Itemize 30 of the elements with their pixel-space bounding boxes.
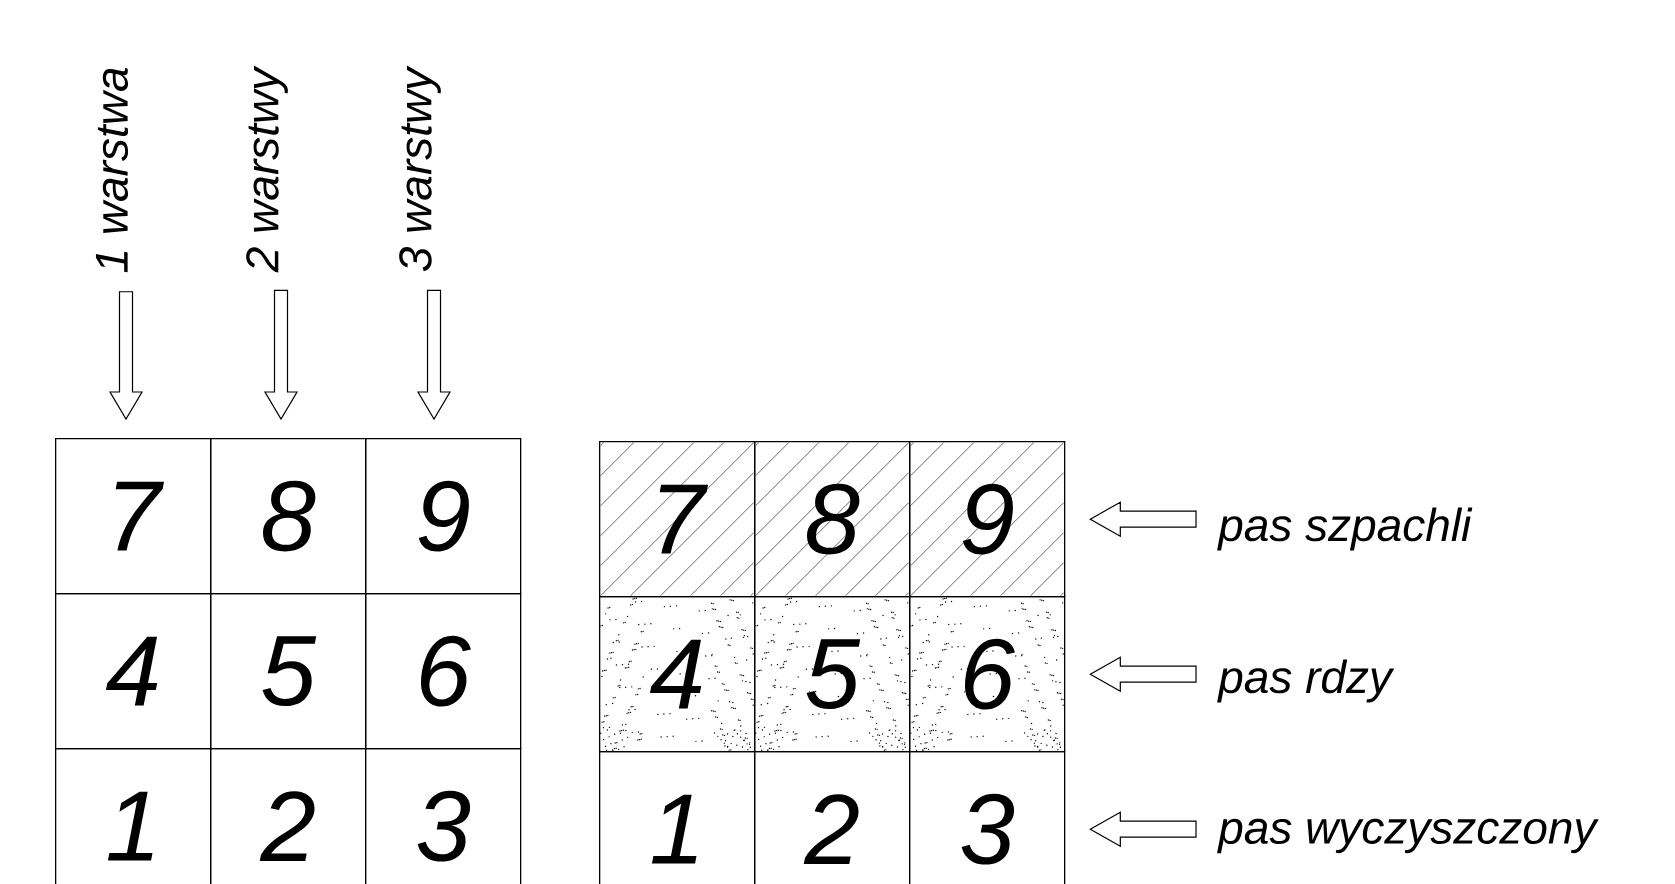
grid-cell: 6 [365,593,522,750]
grid-cell: 3 [365,748,522,884]
band-label: pas wyczyszczony [1217,818,1599,854]
grid-cell: 8 [210,438,367,595]
grid-cell: 1 [55,748,212,884]
grid-cell: 9 [365,438,522,595]
grid-cell: 2 [210,748,367,884]
band-label: pas rdzy [1217,659,1395,703]
block-arrow [1089,501,1197,538]
grid-cell: 4 [55,593,212,750]
grid-cell: 6 [909,596,1066,753]
layer-label: 2 warstwy [246,65,288,273]
grid-cell: 2 [754,751,911,884]
grid-cell: 4 [599,596,756,753]
block-arrow [108,291,144,421]
layer-label: 3 warstwy [399,65,441,272]
block-arrow [1089,811,1197,848]
band-label: pas szpachli [1217,507,1473,551]
grid-cell: 8 [754,441,911,598]
grid-cell: 5 [210,593,367,750]
layer-label: 1 warstwa [95,68,129,273]
block-arrow [1089,656,1197,693]
grid-cell: 9 [909,441,1066,598]
grid-cell: 1 [599,751,756,884]
grid-cell: 3 [909,751,1066,884]
block-arrow [263,289,299,421]
grid-cell: 7 [55,438,212,595]
grid-cell: 5 [754,596,911,753]
block-arrow [416,289,452,421]
grid-cell: 7 [599,441,756,598]
